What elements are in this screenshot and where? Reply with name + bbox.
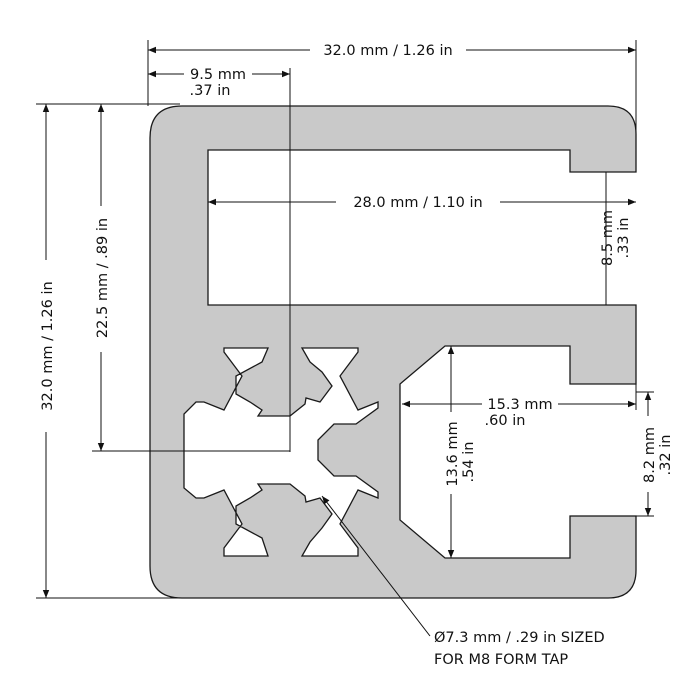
note-hole-line2: FOR M8 FORM TAP xyxy=(434,652,568,668)
dim-pocket-width-in: .60 in xyxy=(485,413,526,429)
dim-slot-right-mm: 8.2 mm xyxy=(642,427,658,483)
dim-inner-height: 22.5 mm / .89 in xyxy=(95,218,111,338)
dim-offset-mm: 9.5 mm xyxy=(190,67,246,83)
extrusion-profile xyxy=(149,105,637,599)
dim-slot-top-mm: 8.5 mm xyxy=(600,210,616,266)
dim-overall-width: 32.0 mm / 1.26 in xyxy=(323,43,452,59)
dim-pocket-height-in: .54 in xyxy=(461,442,477,483)
leader-line-hole xyxy=(321,495,431,637)
dim-slot-top-in: .33 in xyxy=(616,218,632,259)
dim-channel-width: 28.0 mm / 1.10 in xyxy=(353,195,482,211)
note-hole-line1: Ø7.3 mm / .29 in SIZED xyxy=(434,630,605,646)
dim-offset-in: .37 in xyxy=(190,83,231,99)
dim-pocket-width-mm: 15.3 mm xyxy=(487,397,552,413)
dim-pocket-height-mm: 13.6 mm xyxy=(445,421,461,486)
center-cross-cavity xyxy=(183,347,379,557)
dim-slot-right-in: .32 in xyxy=(658,435,674,476)
dim-overall-height: 32.0 mm / 1.26 in xyxy=(40,281,56,410)
